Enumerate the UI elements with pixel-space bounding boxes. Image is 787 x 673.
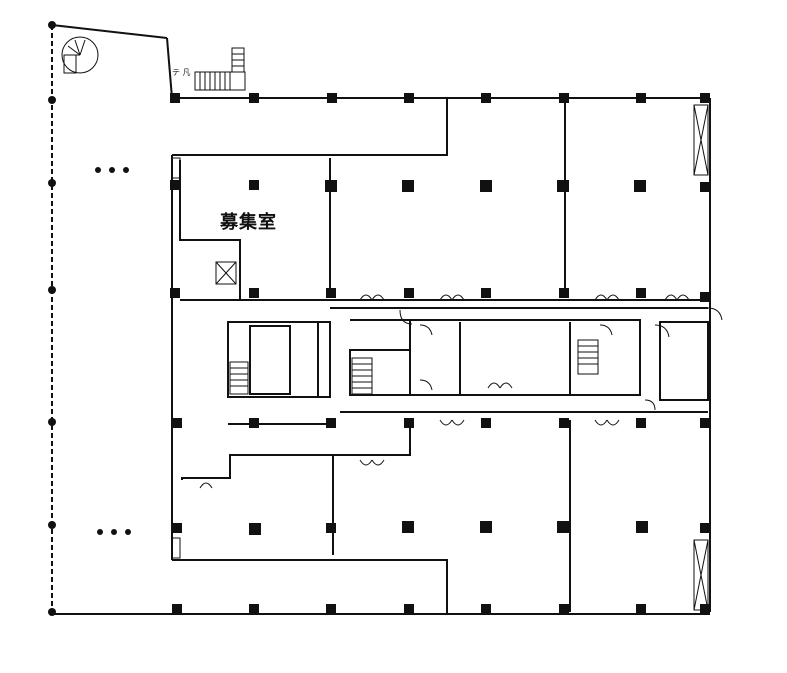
structural-columns	[170, 93, 710, 614]
stair-label: テ 凡	[172, 68, 191, 77]
northwest-diagonal-wall	[51, 24, 168, 39]
core-stair-room	[349, 349, 411, 396]
north-corridor-wall	[172, 98, 448, 156]
south-corridor-wall	[172, 559, 448, 614]
elevator-shaft	[249, 325, 291, 395]
core-stair-1	[229, 361, 249, 395]
top-stair	[194, 47, 246, 91]
west-wall-posts	[48, 21, 131, 616]
spiral-stair	[61, 36, 99, 74]
meeting-room-label: 募集室	[220, 212, 277, 233]
east-core-room	[659, 321, 709, 401]
corridor-south-west-wall	[181, 420, 411, 480]
door-swings	[199, 294, 723, 489]
meeting-room-wall	[179, 160, 241, 300]
north-short-wall	[166, 37, 173, 99]
core-left-block	[227, 321, 331, 398]
core-stair-2	[351, 357, 373, 395]
core-stair-3	[577, 339, 599, 375]
